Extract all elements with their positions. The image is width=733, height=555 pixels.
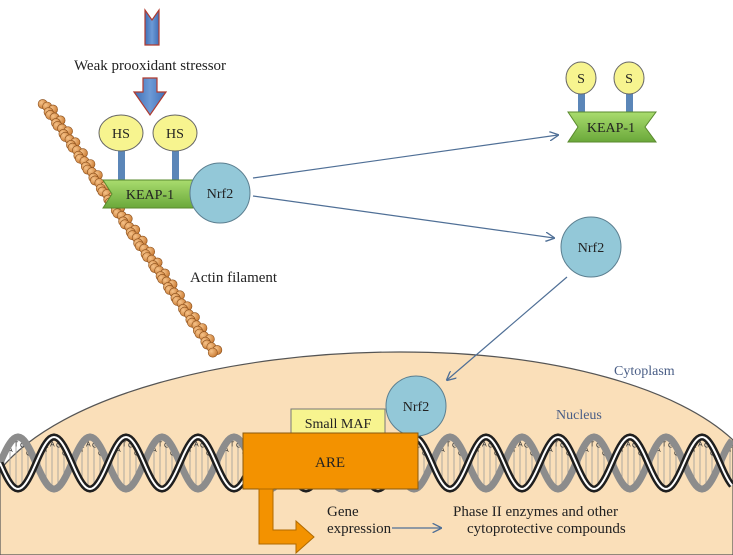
- dna-base-letter: T: [14, 441, 19, 448]
- dna-base-letter: T: [692, 447, 697, 454]
- dna-base-letter: A: [86, 441, 91, 448]
- dna-base-letter: T: [620, 447, 625, 454]
- dna-base-letter: T: [446, 441, 451, 448]
- dna-base-letter: T: [230, 441, 235, 448]
- dna-base-letter: C: [416, 443, 421, 450]
- dna-base-letter: A: [8, 447, 13, 454]
- dna-base-letter: T: [80, 447, 85, 454]
- release-arrow-keap1: [252, 135, 558, 179]
- dna-base-letter: A: [224, 447, 229, 454]
- keap1-free-label: KEAP-1: [587, 121, 635, 136]
- sulfur-label-2: S: [625, 72, 633, 87]
- dna-base-letter: A: [152, 447, 157, 454]
- thiol-label-2: HS: [166, 127, 184, 142]
- nrf2-free: [560, 216, 622, 278]
- stressor-arrow-top: [144, 8, 160, 46]
- actin-filament: [37, 99, 223, 358]
- dna-base-letter: T: [728, 447, 733, 454]
- stressor-arrow-bottom: [132, 77, 168, 117]
- nrf2-nuclear-label: Nrf2: [403, 400, 429, 415]
- release-arrow-nrf2: [252, 195, 554, 238]
- dna-base-letter: T: [122, 441, 127, 448]
- dna-base-letter: T: [158, 441, 163, 448]
- keap1-nrf2-complex: HS HS KEAP-1 Nrf2: [98, 114, 251, 224]
- dna-base-letter: T: [476, 447, 481, 454]
- thiol-stem-2: [172, 148, 179, 180]
- stressor-label: Weak prooxidant stressor: [74, 58, 226, 74]
- dna-base-letter: A: [548, 447, 553, 454]
- dna-base-letter: G: [668, 443, 673, 450]
- gene-expression-arrow: [258, 488, 315, 555]
- dna-base-letter: T: [590, 441, 595, 448]
- dna-base-letter: G: [452, 443, 457, 450]
- dna-base-letter: G: [236, 443, 241, 450]
- dna-base-letter: T: [44, 447, 49, 454]
- sulfur-label-1: S: [577, 72, 585, 87]
- keap1-bound-label: KEAP-1: [126, 188, 174, 203]
- dna-base-letter: T: [188, 447, 193, 454]
- dna-base-letter: C: [704, 443, 709, 450]
- dna-base-letter: T: [512, 447, 517, 454]
- dna-base-letter: A: [698, 441, 703, 448]
- nrf2-free-label: Nrf2: [578, 241, 604, 256]
- dna-base-letter: G: [20, 443, 25, 450]
- dna-base-letter: A: [194, 441, 199, 448]
- oxidized-sulfur-1: [565, 61, 597, 95]
- dna-base-letter: A: [626, 441, 631, 448]
- dna-base-letter: A: [482, 441, 487, 448]
- dna-base-letter: C: [128, 443, 133, 450]
- actin-label: Actin filament: [190, 270, 278, 286]
- dna-base-letter: T: [662, 441, 667, 448]
- keap1-bound: [102, 179, 194, 209]
- are-element: [242, 432, 419, 490]
- dna-base-letter: C: [488, 443, 493, 450]
- small-maf-label: Small MAF: [305, 417, 372, 432]
- s-stem-2: [626, 92, 633, 114]
- dna-base-letter: A: [50, 441, 55, 448]
- dna-base-letter: A: [116, 447, 121, 454]
- actin-bead: [207, 347, 218, 358]
- thiol-stem-1: [118, 148, 125, 180]
- s-stem-1: [578, 92, 585, 114]
- thiol-group-1: [98, 114, 144, 152]
- translocation-arrow: [447, 276, 568, 380]
- dna-base-letter: C: [56, 443, 61, 450]
- oxidized-sulfur-2: [613, 61, 645, 95]
- dna-base-letter: A: [440, 447, 445, 454]
- cytoplasm-label: Cytoplasm: [614, 364, 675, 379]
- dna-base-letter: G: [524, 443, 529, 450]
- dna-base-letter: G: [164, 443, 169, 450]
- nrf2-bound: [189, 162, 251, 224]
- products-line1: Phase II enzymes and other: [453, 504, 618, 520]
- are-label: ARE: [315, 455, 345, 471]
- thiol-label-1: HS: [112, 127, 130, 142]
- gene-expression-line2: expression: [327, 521, 392, 537]
- dna-base-letter: C: [200, 443, 205, 450]
- nrf2-bound-label: Nrf2: [207, 187, 233, 202]
- dna-base-letter: G: [92, 443, 97, 450]
- nucleus-label: Nucleus: [556, 408, 602, 423]
- dna-base-letter: A: [584, 447, 589, 454]
- dna-base-letter: A: [656, 447, 661, 454]
- dna-base-letter: C: [560, 443, 565, 450]
- dna-base-letter: A: [518, 441, 523, 448]
- dna-base-letter: C: [632, 443, 637, 450]
- dna-base-letter: T: [554, 441, 559, 448]
- keap1-free: [567, 111, 657, 143]
- keap1-oxidized: S S KEAP-1: [565, 61, 657, 143]
- thiol-group-2: [152, 114, 198, 152]
- gene-expression-line1: Gene: [327, 504, 359, 520]
- dna-base-letter: G: [596, 443, 601, 450]
- products-line2: cytoprotective compounds: [467, 521, 626, 537]
- small-maf: [290, 408, 386, 437]
